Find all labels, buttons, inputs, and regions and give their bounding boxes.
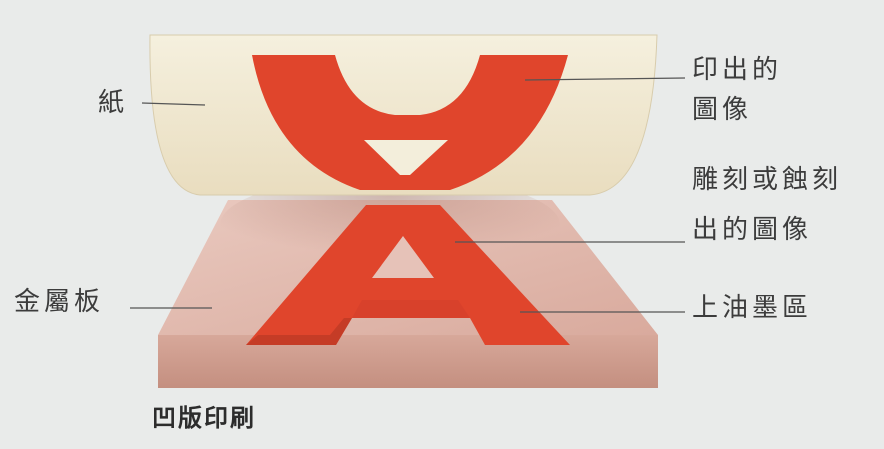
diagram-caption: 凹版印刷 [152,404,256,432]
printed-image-leader-line [524,77,686,81]
metal-plate-label: 金屬板 [14,287,105,317]
a-center-hole [372,236,434,278]
engraved-letter-a [246,205,570,345]
plate-front-edge [158,335,658,388]
engraved-image-label-line1: 雕刻或蝕刻 [692,165,843,195]
crossbar-shade [352,300,470,318]
inked-area-label: 上油墨區 [692,293,813,323]
paper-leader-line [141,102,206,106]
printed-image-gap [364,140,448,175]
printed-image-label-line2: 圖像 [692,95,753,125]
paper-sheet [149,34,658,196]
paper-label: 紙 [98,88,129,118]
engraved-image-label-line2: 出的圖像 [692,215,813,245]
printed-image [252,55,568,190]
printed-image-label-line1: 印出的 [692,55,783,85]
leader-lines [130,77,686,313]
groove-shadow [246,318,352,345]
